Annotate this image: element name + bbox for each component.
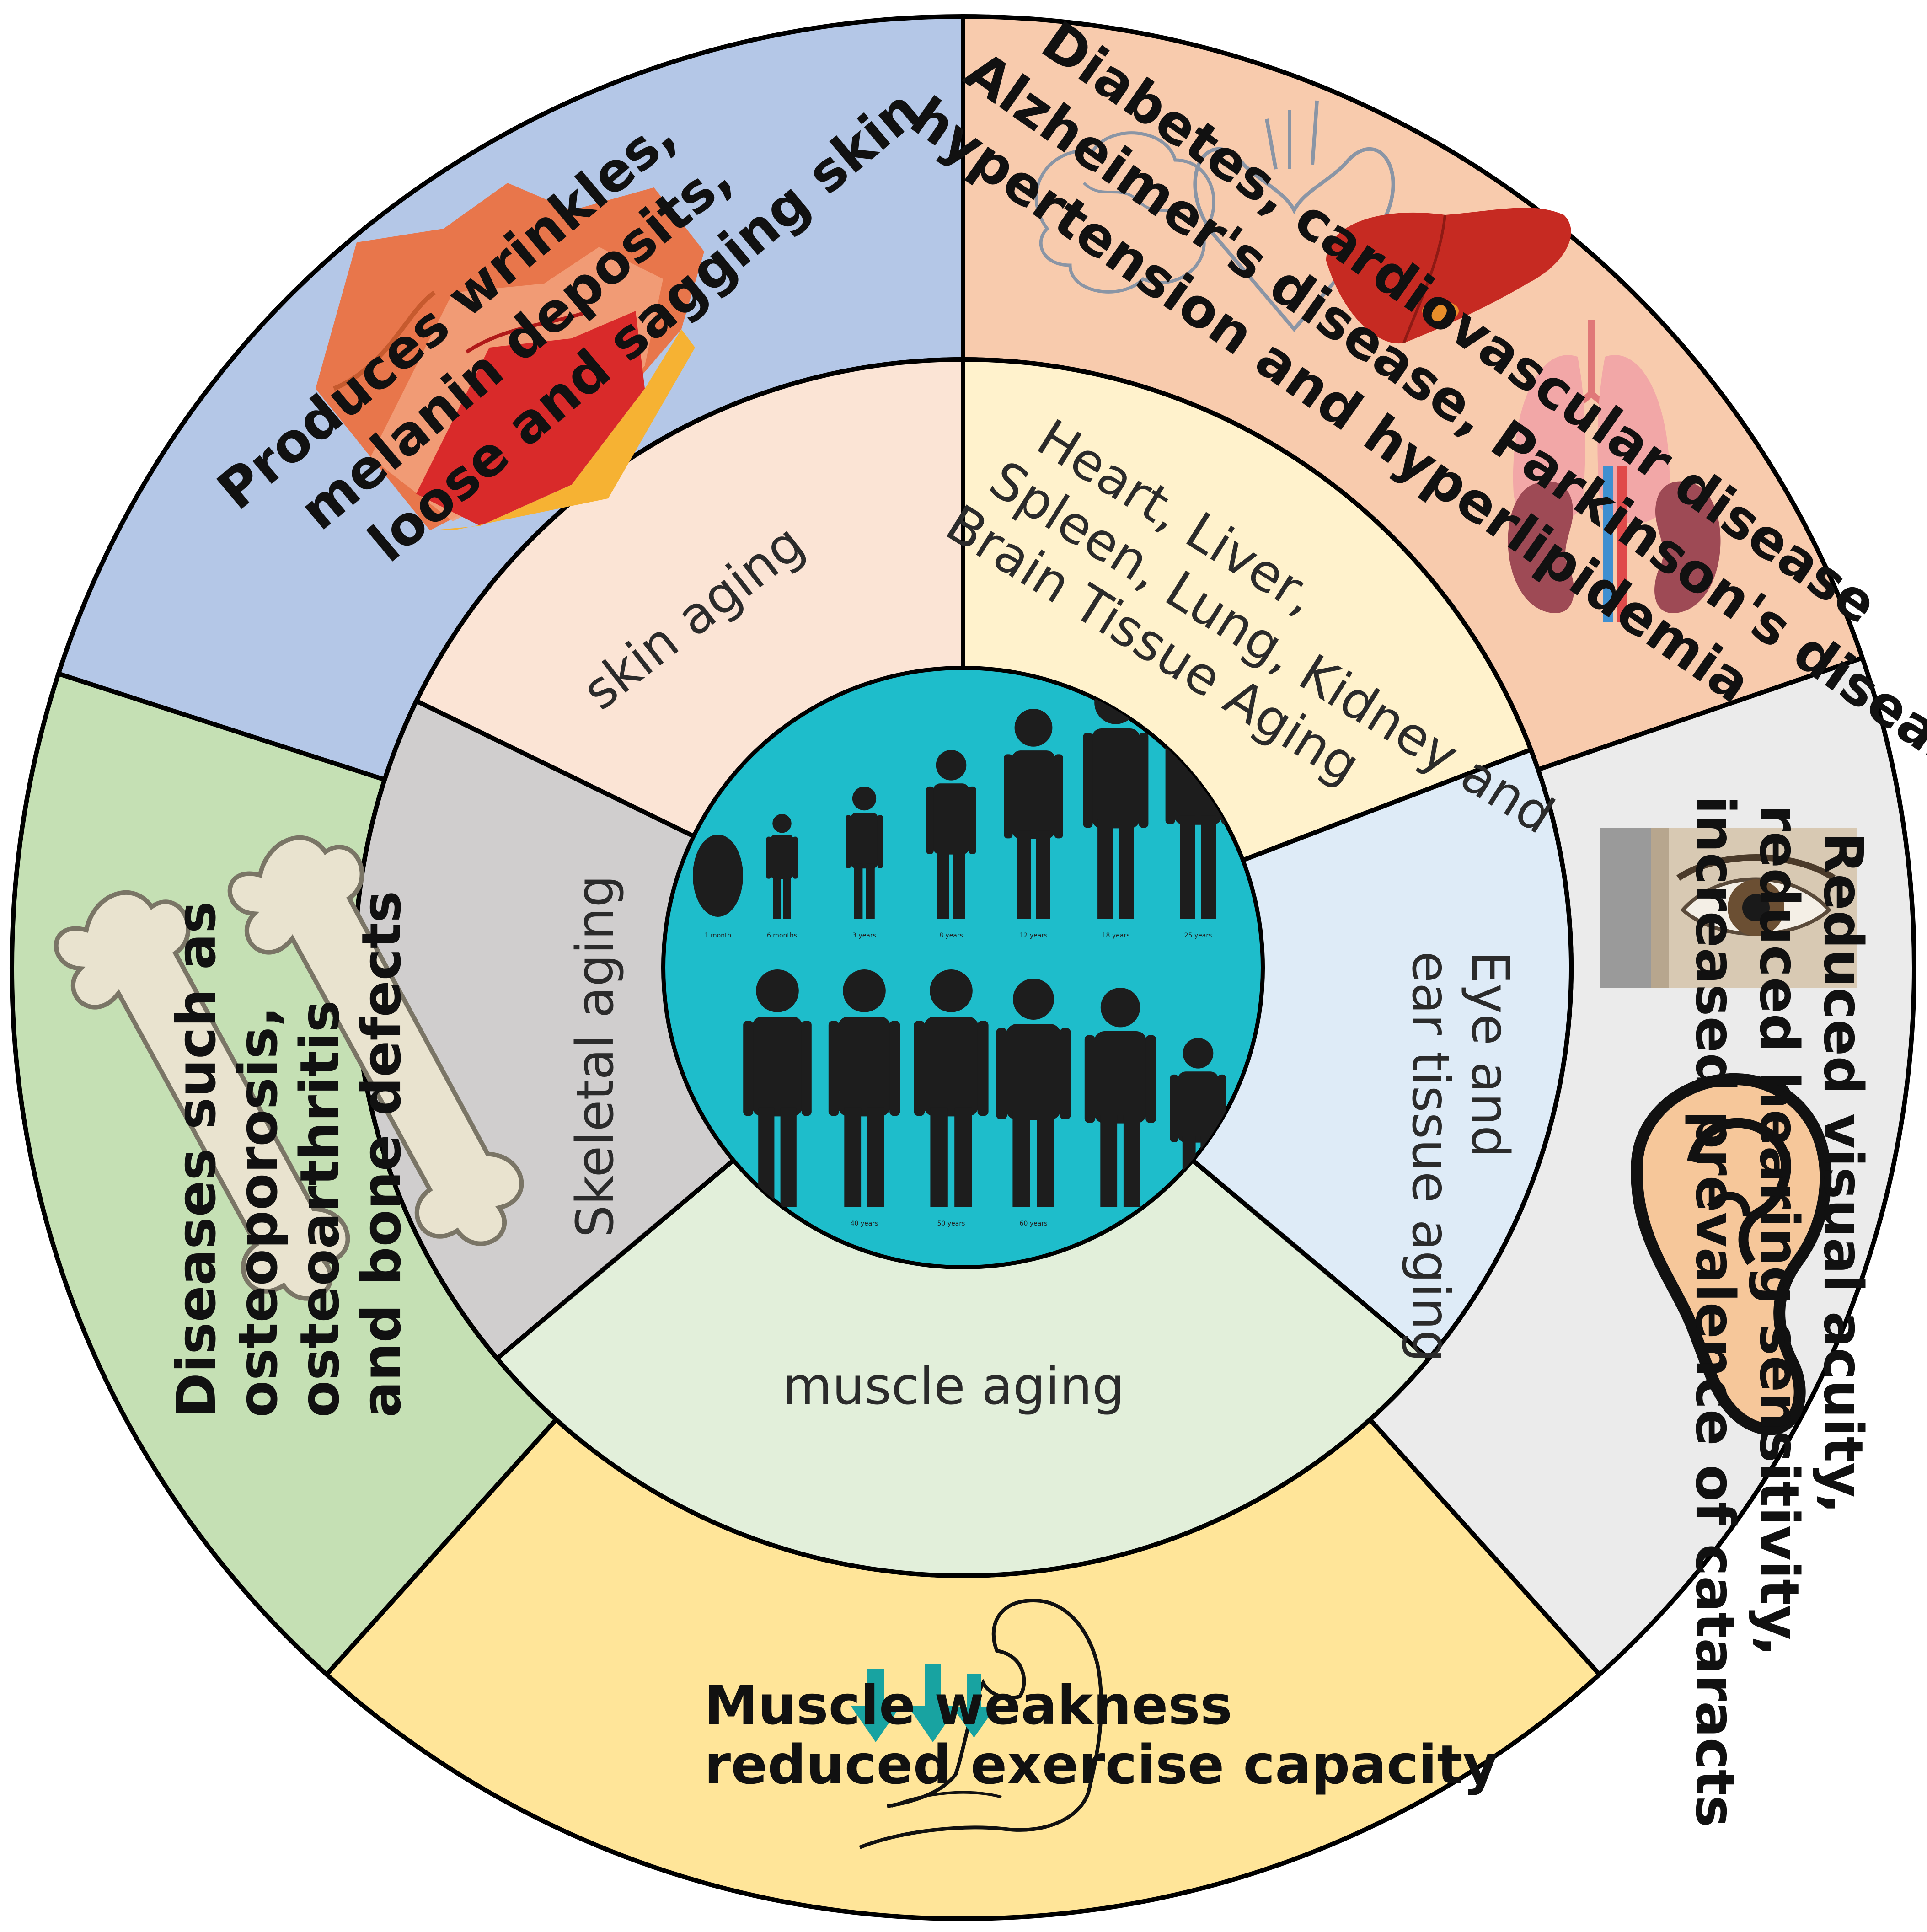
skin-layers-icon	[316, 183, 704, 530]
bone-icon	[54, 890, 350, 1301]
outer-label-skeletal-line3: osteoarthritis	[288, 1000, 351, 1418]
inner-label-eye-ear-line1: Eye and	[1460, 951, 1520, 1158]
heart-icon	[1193, 100, 1395, 332]
outer-label-skeletal-line2: osteoporosis,	[226, 1006, 289, 1418]
outer-label-muscle-line1: Muscle weakness	[704, 1674, 1232, 1737]
age-label: 6 months	[767, 932, 797, 939]
outer-label-muscle: Muscle weakness reduced exercise capacit…	[704, 1674, 1498, 1796]
human-silhouette-icon: 12 years	[1004, 709, 1063, 939]
bone-icon	[227, 835, 524, 1246]
human-silhouette-icon: 8 years	[926, 750, 976, 939]
baby-silhouette-icon: 1 month	[693, 835, 743, 939]
outer-label-skeletal-line4: and bone defects	[350, 891, 413, 1418]
down-arrow-icon	[908, 1664, 958, 1742]
eye-icon	[1600, 828, 1857, 988]
outer-label-eye-ear-line2: reduced hearing sensitivity,	[1748, 805, 1811, 1656]
ear-icon	[1631, 1073, 1832, 1435]
organs-icon	[1034, 100, 1721, 622]
age-label: 3 years	[852, 932, 876, 939]
age-label: 18 years	[1102, 932, 1130, 939]
inner-label-muscle: muscle aging	[782, 1357, 1125, 1416]
age-label: 12 years	[1020, 932, 1048, 939]
age-label: 50 years	[937, 1220, 965, 1227]
age-label: 40 years	[851, 1220, 878, 1227]
outer-label-eye-ear: Reduced visual acuity, reduced hearing s…	[1684, 796, 1875, 1827]
age-label: 8 years	[939, 932, 963, 939]
outer-label-eye-ear-line3: increased prevalence of cataracts	[1684, 796, 1747, 1827]
human-silhouette-icon: 50 years	[914, 969, 989, 1227]
inner-label-skeletal: Skeletal aging	[566, 875, 625, 1237]
outer-label-skeletal: Diseases such as osteoporosis, osteoarth…	[165, 883, 413, 1418]
liver-icon	[1326, 208, 1571, 344]
human-silhouette-icon: 60 years	[996, 979, 1071, 1227]
kidney-icon	[1508, 466, 1721, 622]
human-silhouette-icon: 40 years	[828, 969, 900, 1227]
human-silhouette-icon: 6 months	[766, 814, 798, 939]
outer-label-skeletal-line1: Diseases such as	[165, 901, 228, 1418]
inner-label-eye-ear-line2: ear tissue aging	[1401, 951, 1460, 1362]
down-arrow-icon	[851, 1669, 901, 1742]
down-arrows	[851, 1664, 996, 1742]
outer-label-eye-ear-line1: Reduced visual acuity,	[1812, 832, 1875, 1514]
human-silhouette-icon	[743, 969, 812, 1207]
outer-label-muscle-line2: reduced exercise capacity	[704, 1733, 1498, 1796]
inner-label-eye-ear: Eye and ear tissue aging	[1401, 951, 1520, 1362]
age-label: 1 month	[705, 932, 732, 939]
age-label: 60 years	[1020, 1220, 1048, 1227]
human-silhouette-icon	[1084, 988, 1156, 1207]
age-label: 25 years	[1184, 932, 1212, 939]
lungs-icon	[1513, 320, 1670, 524]
brain-icon	[1034, 131, 1215, 294]
down-arrow-icon	[952, 1674, 996, 1738]
human-silhouette-icon: 3 years	[846, 787, 883, 939]
